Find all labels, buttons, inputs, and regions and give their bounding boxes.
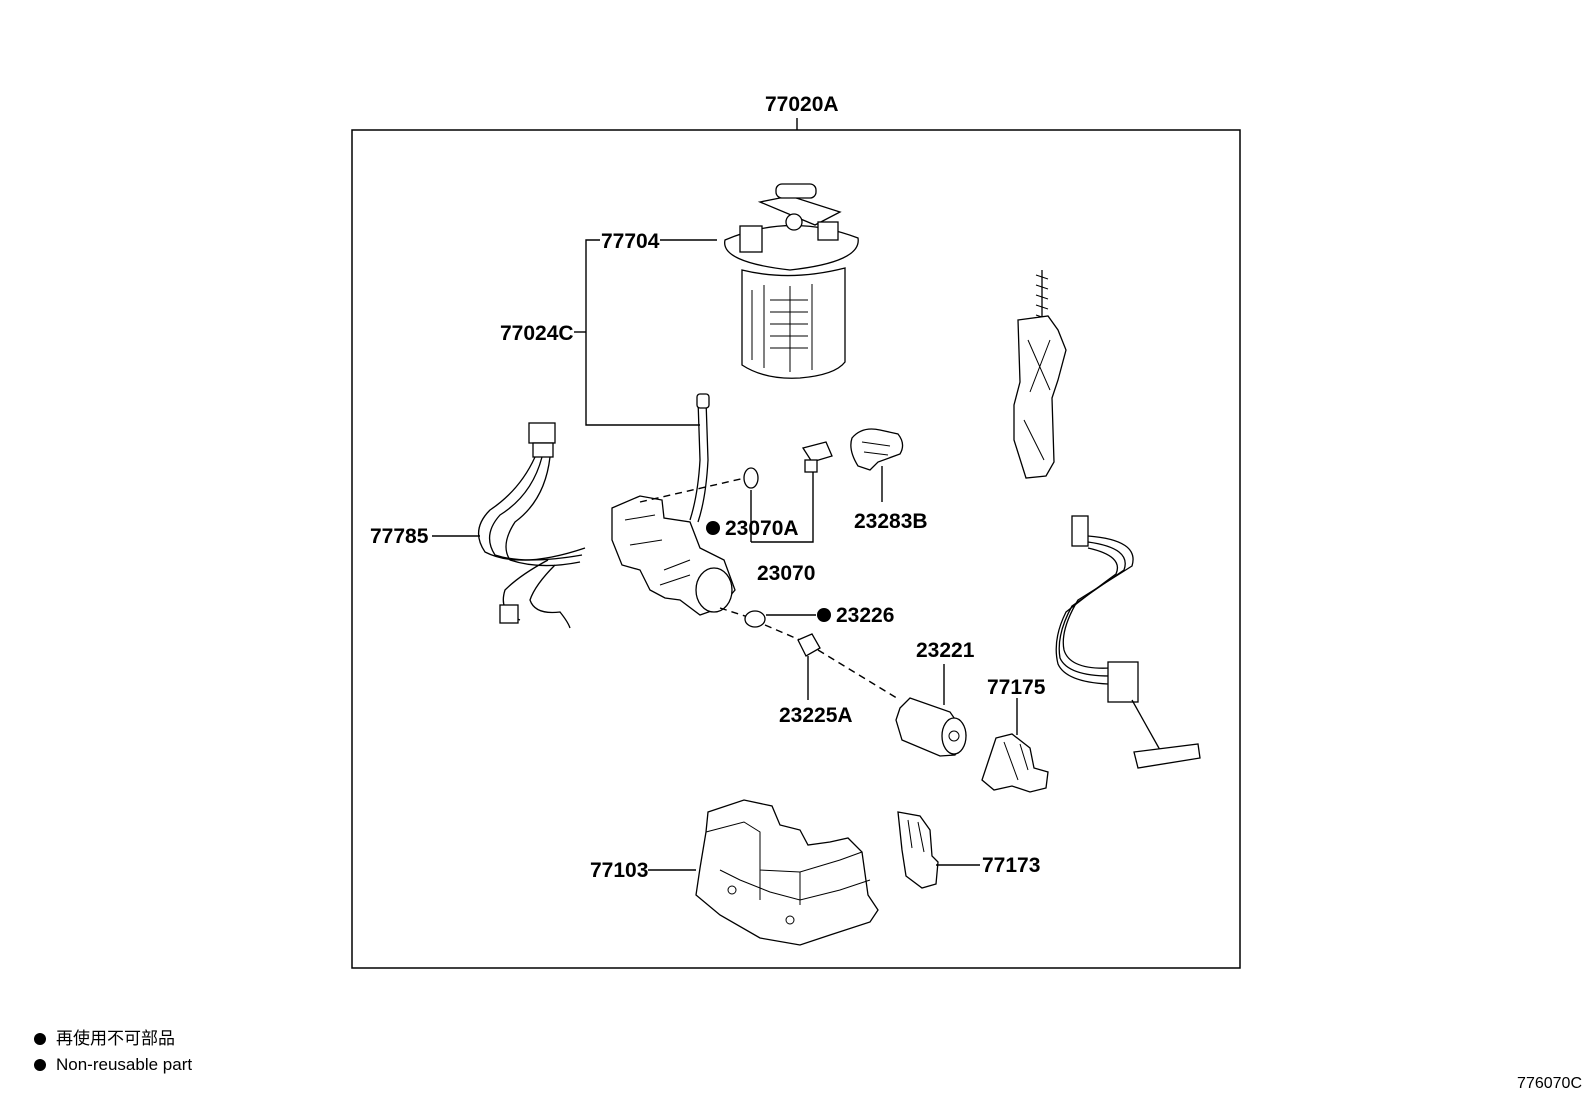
legend-japanese: 再使用不可部品 (34, 1029, 175, 1049)
label-23221[interactable]: 23221 (916, 639, 975, 662)
legend-english-text: Non-reusable part (56, 1055, 193, 1074)
label-23283B[interactable]: 23283B (854, 510, 928, 533)
non-reusable-marker-23226 (817, 608, 831, 622)
filter-23225a-part[interactable] (797, 633, 821, 657)
fuel-tube-part[interactable] (689, 393, 710, 523)
o-ring-23226-part[interactable] (744, 610, 766, 628)
label-77024C[interactable]: 77024C (500, 322, 574, 345)
fuel-pump-23221-part[interactable] (895, 697, 967, 757)
fuel-level-sender-part[interactable] (1013, 270, 1067, 479)
bracket-77175-part[interactable] (981, 733, 1049, 793)
wire-harness-part[interactable] (478, 422, 586, 629)
label-23070[interactable]: 23070 (757, 562, 815, 585)
legend-english: Non-reusable part (34, 1055, 192, 1075)
non-reusable-marker-23070A (706, 521, 720, 535)
legend-japanese-text: 再使用不可部品 (56, 1029, 175, 1049)
pump-holder-subassembly-part[interactable] (611, 495, 736, 616)
label-77103[interactable]: 77103 (590, 859, 648, 882)
label-77175[interactable]: 77175 (987, 676, 1046, 699)
o-ring-23070a-part[interactable] (743, 467, 759, 489)
label-23226[interactable]: 23226 (836, 604, 894, 627)
bullet-icon (34, 1059, 46, 1071)
fuel-pump-module-part[interactable] (724, 183, 859, 379)
bracket-77173-part[interactable] (897, 811, 939, 889)
label-77020A[interactable]: 77020A (765, 93, 839, 116)
diagram-code: 776070C (1517, 1075, 1582, 1092)
label-77785[interactable]: 77785 (370, 525, 429, 548)
pressure-regulator-part[interactable] (801, 441, 833, 473)
label-77704[interactable]: 77704 (601, 230, 660, 253)
bullet-icon (34, 1033, 46, 1045)
sub-tank-77103-part[interactable] (695, 799, 879, 946)
label-23225A[interactable]: 23225A (779, 704, 853, 727)
label-23070A[interactable]: 23070A (725, 517, 799, 540)
assembly-frame (351, 129, 1241, 969)
float-arm-harness-part[interactable] (1055, 515, 1201, 769)
label-77173[interactable]: 77173 (982, 854, 1040, 877)
clip-23283b-part[interactable] (850, 428, 904, 471)
